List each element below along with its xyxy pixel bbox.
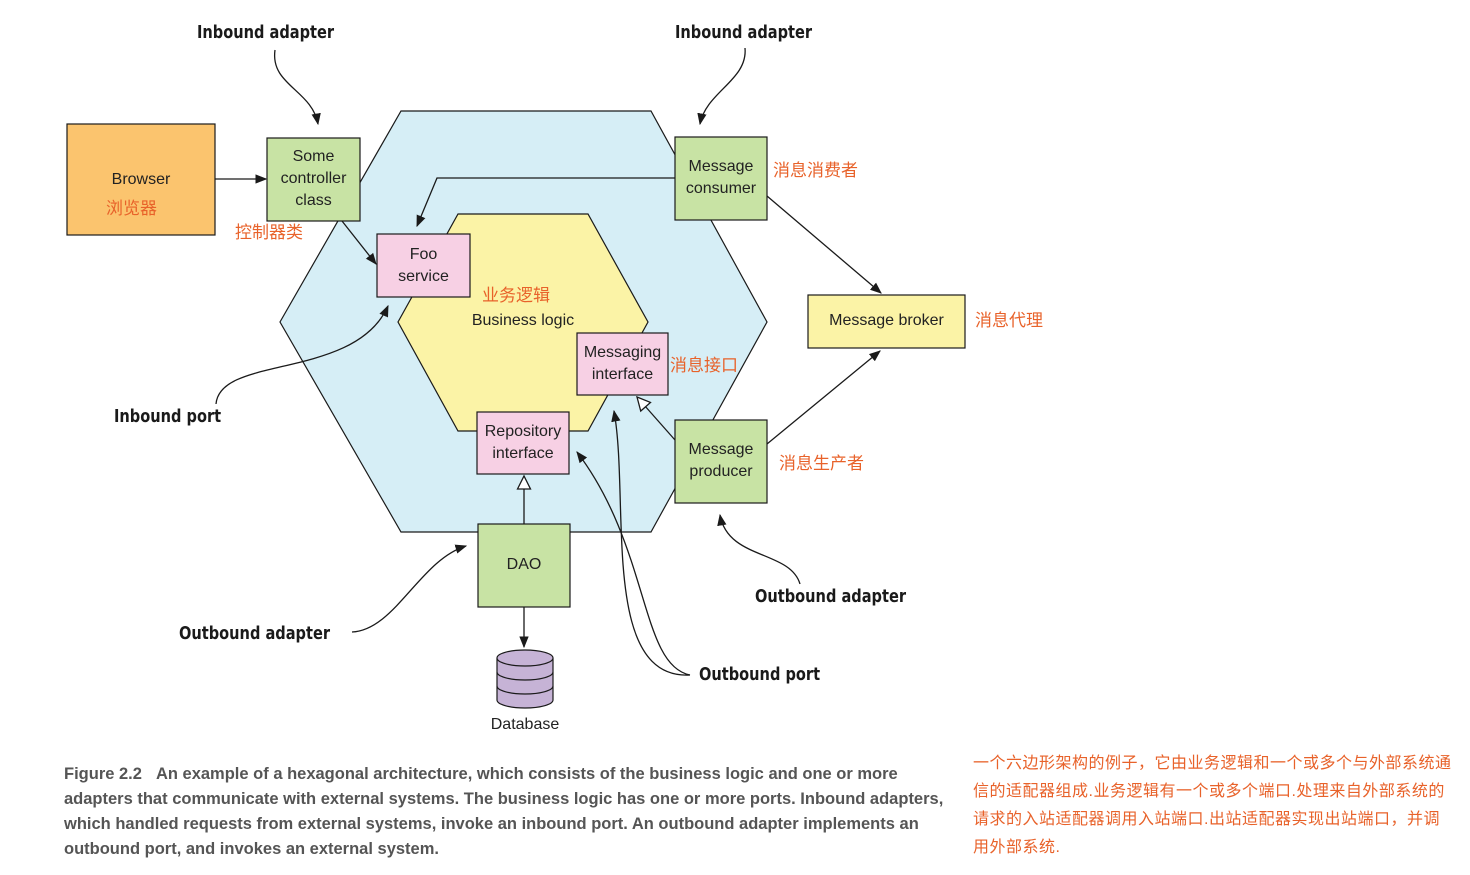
implements-producer-messaging (637, 397, 676, 441)
callout-inbound-port: Inbound port (114, 406, 222, 427)
curve-inbound-adapter-left (274, 49, 321, 126)
foo-service-label-line2: service (398, 268, 449, 285)
message-consumer-box (674, 136, 768, 221)
callout-outbound-port: Outbound port (699, 664, 821, 685)
message-producer-cn-label: 消息生产者 (779, 454, 864, 473)
message-broker-box (807, 294, 966, 349)
message-broker-label: Message broker (829, 312, 944, 329)
browser-box (66, 123, 216, 236)
repository-interface-label-line1: Repository (484, 423, 562, 440)
dao-box (477, 523, 571, 608)
arrow-controller-to-foo (341, 220, 377, 265)
database-icon (496, 649, 554, 709)
browser-cn-label: 浏览器 (106, 199, 157, 218)
controller-label-line1: Some (292, 148, 335, 165)
message-producer-box (674, 419, 768, 504)
callout-inbound-adapter-left: Inbound adapter (197, 22, 335, 43)
figure-number: Figure 2.2 (64, 765, 142, 783)
repository-interface-box (476, 411, 570, 475)
controller-label-line3: class (295, 192, 332, 209)
business-logic-cn-label: 业务逻辑 (482, 286, 550, 305)
message-broker-cn-label: 消息代理 (975, 311, 1043, 330)
arrow-producer-to-broker (766, 350, 881, 445)
curve-outbound-adapter-left (351, 544, 468, 633)
controller-label-line2: controller (280, 170, 347, 187)
messaging-interface-label-line1: Messaging (583, 344, 662, 361)
curve-outbound-adapter-right (717, 513, 801, 585)
message-producer-label-line2: producer (689, 463, 753, 480)
messaging-interface-label-line2: interface (591, 366, 654, 383)
arrow-consumer-to-foo (416, 177, 675, 228)
message-consumer-cn-label: 消息消费者 (773, 161, 858, 180)
callout-outbound-adapter-left: Outbound adapter (179, 623, 331, 644)
browser-label: Browser (111, 171, 171, 188)
callout-inbound-adapter-right: Inbound adapter (675, 22, 813, 43)
connectors (215, 47, 882, 676)
chinese-caption: 一个六边形架构的例子，它由业务逻辑和一个或多个与外部系统通信的适配器组成.业务逻… (973, 755, 1452, 856)
message-consumer-label-line2: consumer (685, 180, 757, 197)
foo-service-box (376, 233, 471, 298)
messaging-interface-box (576, 332, 669, 396)
callout-outbound-adapter-right: Outbound adapter (755, 586, 907, 607)
controller-box (266, 137, 361, 222)
business-logic-label: Business logic (471, 312, 575, 329)
controller-cn-label: 控制器类 (235, 223, 303, 242)
message-consumer-label-line1: Message (688, 158, 754, 175)
repository-interface-label-line2: interface (492, 445, 554, 462)
messaging-interface-cn-label: 消息接口 (670, 356, 738, 375)
arrow-consumer-to-broker (766, 195, 882, 294)
curve-inbound-adapter-right (697, 47, 746, 126)
figure-caption-text: An example of a hexagonal architecture, … (64, 765, 944, 858)
curve-outbound-port-2 (611, 409, 691, 676)
message-producer-label-line1: Message (688, 441, 754, 458)
foo-service-label-line1: Foo (409, 246, 438, 263)
dao-label: DAO (506, 556, 542, 573)
curve-inbound-port (215, 304, 389, 405)
curve-outbound-port-1 (576, 451, 691, 676)
database-label: Database (490, 716, 560, 733)
